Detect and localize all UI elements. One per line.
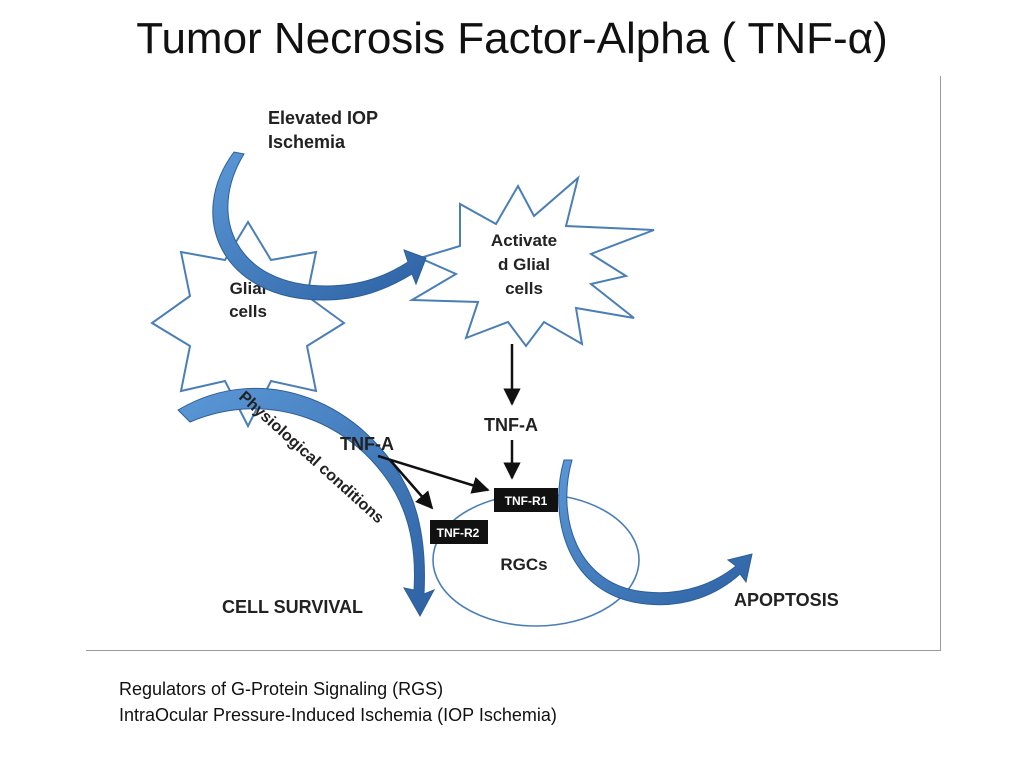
tnf-r2-label: TNF-R2 bbox=[437, 526, 480, 540]
trigger-label-line2: Ischemia bbox=[268, 132, 346, 152]
tnf-r1-receptor bbox=[494, 488, 558, 512]
glial-cells-star bbox=[150, 220, 346, 429]
footnotes: Regulators of G-Protein Signaling (RGS) … bbox=[119, 676, 557, 728]
tnf-a-left-label: TNF-A bbox=[340, 434, 394, 454]
apoptosis-curved-arrow bbox=[558, 459, 753, 606]
activated-glial-cells-star bbox=[408, 175, 655, 348]
activated-glial-label-line2: d Glial bbox=[498, 255, 550, 274]
rgcs-label: RGCs bbox=[500, 555, 547, 574]
apoptosis-label: APOPTOSIS bbox=[734, 590, 839, 610]
pathway-diagram: Elevated IOP Ischemia Glial cells Activa… bbox=[86, 76, 941, 651]
glial-cells-label-line2: cells bbox=[229, 302, 267, 321]
activated-glial-label-line3: cells bbox=[505, 279, 543, 298]
physiological-curved-arrow bbox=[177, 387, 436, 618]
tnf-r2-receptor bbox=[430, 520, 488, 544]
tnf-r1-label: TNF-R1 bbox=[505, 494, 548, 508]
tnf-a-top-label: TNF-A bbox=[484, 415, 538, 435]
activation-curved-arrow bbox=[212, 151, 427, 301]
tnfa-to-r2-diagonal-arrow bbox=[389, 459, 434, 510]
tnfa-to-r1-diagonal-arrow bbox=[377, 454, 490, 494]
activated-glial-label-line1: Activate bbox=[491, 231, 557, 250]
footnote-iop-ischemia: IntraOcular Pressure-Induced Ischemia (I… bbox=[119, 705, 557, 725]
footnote-rgs: Regulators of G-Protein Signaling (RGS) bbox=[119, 679, 444, 699]
trigger-label-line1: Elevated IOP bbox=[268, 108, 378, 128]
slide-title: Tumor Necrosis Factor-Alpha ( TNF-α) bbox=[136, 14, 888, 63]
pathway-diagram-svg: Elevated IOP Ischemia Glial cells Activa… bbox=[150, 108, 839, 627]
cell-survival-label: CELL SURVIVAL bbox=[222, 597, 363, 617]
